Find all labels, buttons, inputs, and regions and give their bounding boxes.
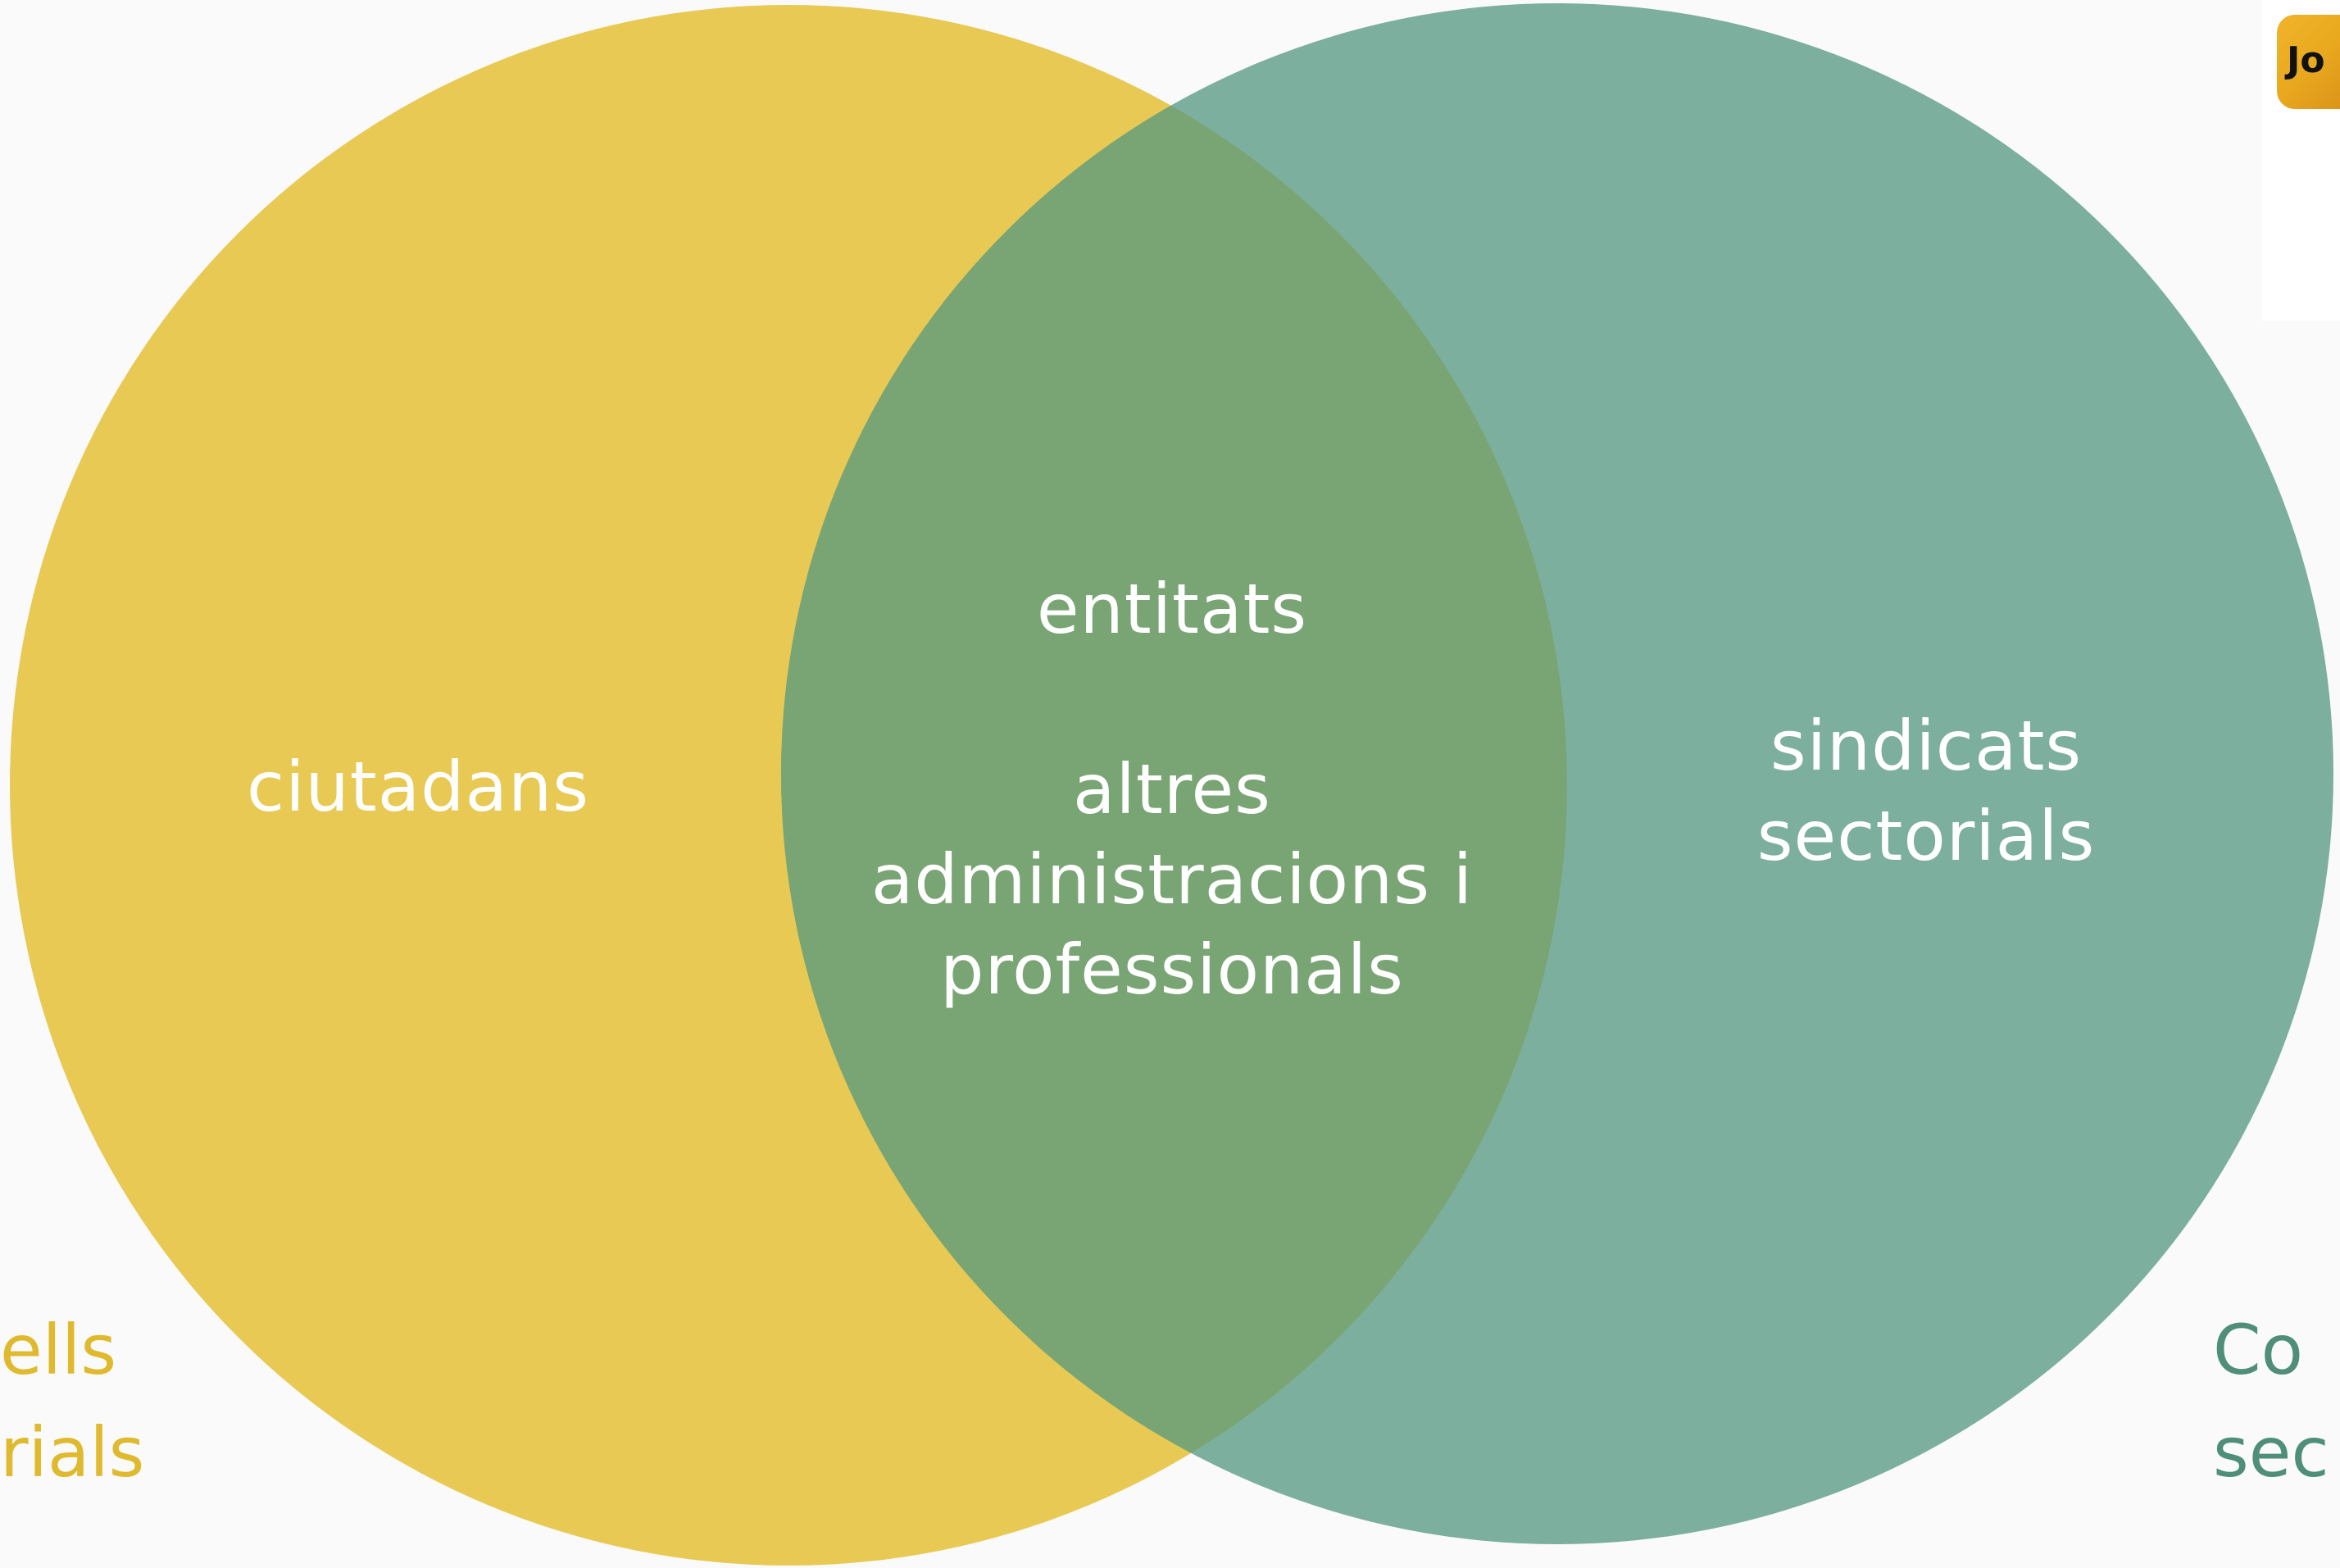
left-outer-label: ells rials xyxy=(0,1310,145,1493)
app-logo-text: Jo xyxy=(2287,39,2325,81)
app-logo-icon[interactable]: Jo xyxy=(2277,15,2340,109)
overlap-region xyxy=(781,5,1567,1544)
right-region-label: sindicats sectorials xyxy=(1756,706,2096,876)
overlap-top-label: entitats xyxy=(1036,569,1308,649)
right-outer-label: Co sec xyxy=(2213,1310,2329,1493)
overlap-bottom-label: altres administracions i professionals xyxy=(870,749,1474,1010)
left-region-label: ciutadans xyxy=(247,747,589,827)
app-thumbnail[interactable]: Jo xyxy=(2262,0,2340,321)
